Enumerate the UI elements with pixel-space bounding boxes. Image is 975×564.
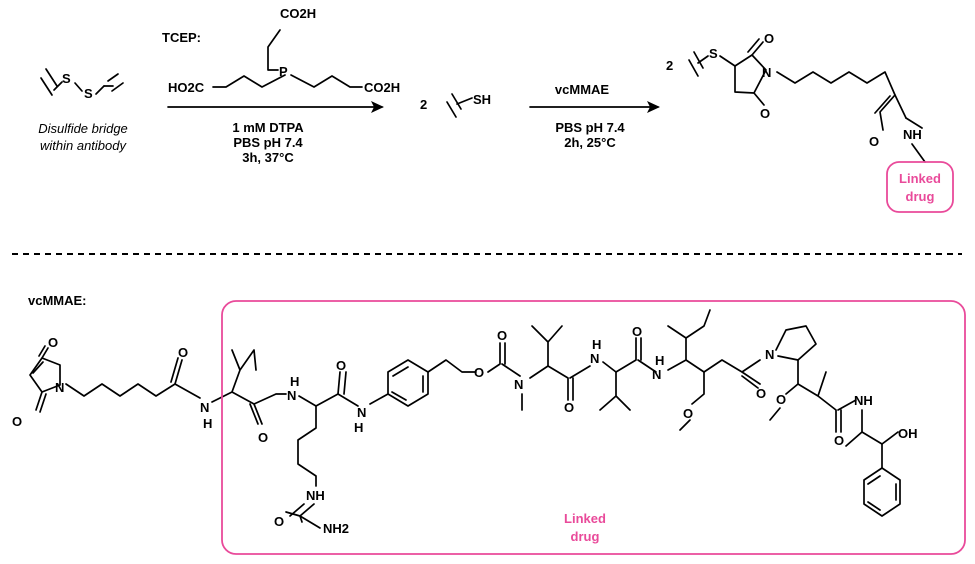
cit-o: O	[336, 358, 346, 373]
vcmmae-linked-drug-line1: Linked	[564, 511, 606, 526]
dap-o: O	[834, 433, 844, 448]
cit-n-top: N	[287, 388, 296, 403]
val1-o: O	[258, 430, 268, 445]
tcep-phosphorus: P	[279, 64, 288, 79]
product-linked-drug-box	[886, 161, 954, 213]
amide-h: H	[203, 416, 212, 431]
condition-1-line2: PBS pH 7.4	[233, 135, 303, 150]
product-o-amide: O	[869, 134, 879, 149]
condition-2-line2: 2h, 25°C	[564, 135, 616, 150]
carbamate-o-top: O	[497, 328, 507, 343]
product-n: N	[762, 65, 771, 80]
val3-h: H	[655, 353, 664, 368]
reaction-arrow-2	[529, 101, 660, 113]
val2-o: O	[564, 400, 574, 415]
carbamate-n: N	[514, 377, 523, 392]
oh: OH	[898, 426, 918, 441]
thiol-structure: SH	[446, 92, 491, 118]
condition-2-line1: PBS pH 7.4	[555, 120, 625, 135]
vcmmae-structure: O N O O N H O N H O NH O NH2 N H O	[12, 309, 918, 536]
pab-n: N	[357, 405, 366, 420]
product-linked-drug-line2: drug	[906, 189, 935, 204]
maleimide-o-bottom: O	[12, 414, 22, 429]
tcep-structure: CO2H HO2C P CO2H	[168, 6, 400, 95]
product-s: S	[709, 46, 718, 61]
dil-ome: O	[683, 406, 693, 421]
pab-h: H	[354, 420, 363, 435]
dap-ome: O	[776, 392, 786, 407]
intermediate-coefficient: 2	[420, 97, 427, 112]
substrate-caption-line1: Disulfide bridge	[38, 121, 128, 136]
product-o-top: O	[764, 31, 774, 46]
disulfide-s1: S	[62, 71, 71, 86]
reagent-vcmmae-label: vcMMAE	[555, 82, 610, 97]
vcmmae-linked-drug-box	[221, 300, 966, 555]
condition-1-line3: 3h, 37°C	[242, 150, 294, 165]
product-coefficient: 2	[666, 58, 673, 73]
tcep-ho2c-left: HO2C	[168, 80, 205, 95]
maleimide-n: N	[55, 380, 64, 395]
carbamate-o-link: O	[474, 365, 484, 380]
disulfide-structure: S S	[40, 68, 124, 101]
vcmmae-linked-drug-line2: drug	[571, 529, 600, 544]
urea-nh2: NH2	[323, 521, 349, 536]
reaction-arrow-1	[167, 101, 384, 113]
val3-o: O	[632, 324, 642, 339]
urea-o: O	[274, 514, 284, 529]
amide-n: N	[200, 400, 209, 415]
product-o-bottom: O	[760, 106, 770, 121]
reagent-tcep-label: TCEP:	[162, 30, 201, 45]
dil-o: O	[756, 386, 766, 401]
val2-n: N	[590, 351, 599, 366]
tcep-co2h-top: CO2H	[280, 6, 316, 21]
val2-h: H	[592, 337, 601, 352]
substrate-caption-line2: within antibody	[40, 138, 127, 153]
product-nh: NH	[903, 127, 922, 142]
hexanoyl-o: O	[178, 345, 188, 360]
urea-nh: NH	[306, 488, 325, 503]
cit-h: H	[290, 374, 299, 389]
dap-nh: NH	[854, 393, 873, 408]
condition-1-line1: 1 mM DTPA	[232, 120, 304, 135]
val3-n: N	[652, 367, 661, 382]
thiol-sh: SH	[473, 92, 491, 107]
product-structure: S O N O O NH	[688, 31, 926, 163]
product-linked-drug-line1: Linked	[899, 171, 941, 186]
disulfide-s2: S	[84, 86, 93, 101]
maleimide-o-top: O	[48, 335, 58, 350]
pro-n: N	[765, 347, 774, 362]
vcmmae-title: vcMMAE:	[28, 293, 87, 308]
tcep-co2h-right: CO2H	[364, 80, 400, 95]
